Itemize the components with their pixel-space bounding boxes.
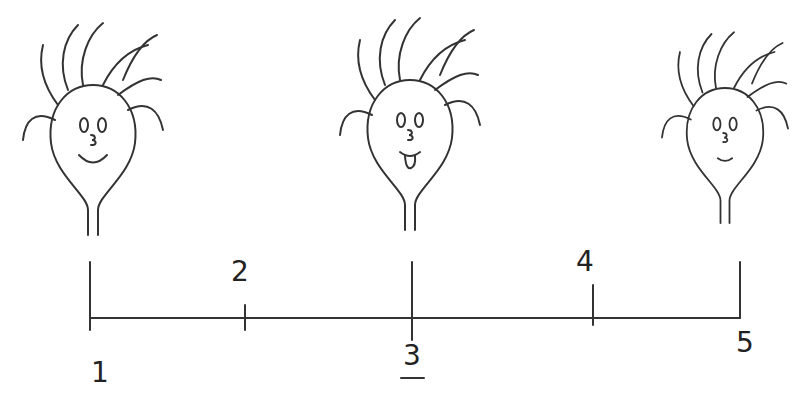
- tick-number: 3: [403, 342, 421, 370]
- tongue-face: [340, 18, 480, 230]
- tick-number: 4: [576, 248, 594, 276]
- tick-number: 2: [231, 258, 249, 286]
- tick-number: 5: [736, 329, 754, 357]
- number-line: [90, 262, 740, 378]
- content-face: [662, 32, 788, 223]
- smiling-face: [23, 23, 163, 235]
- underline-mark: [401, 377, 424, 379]
- tick-number: 1: [91, 359, 109, 387]
